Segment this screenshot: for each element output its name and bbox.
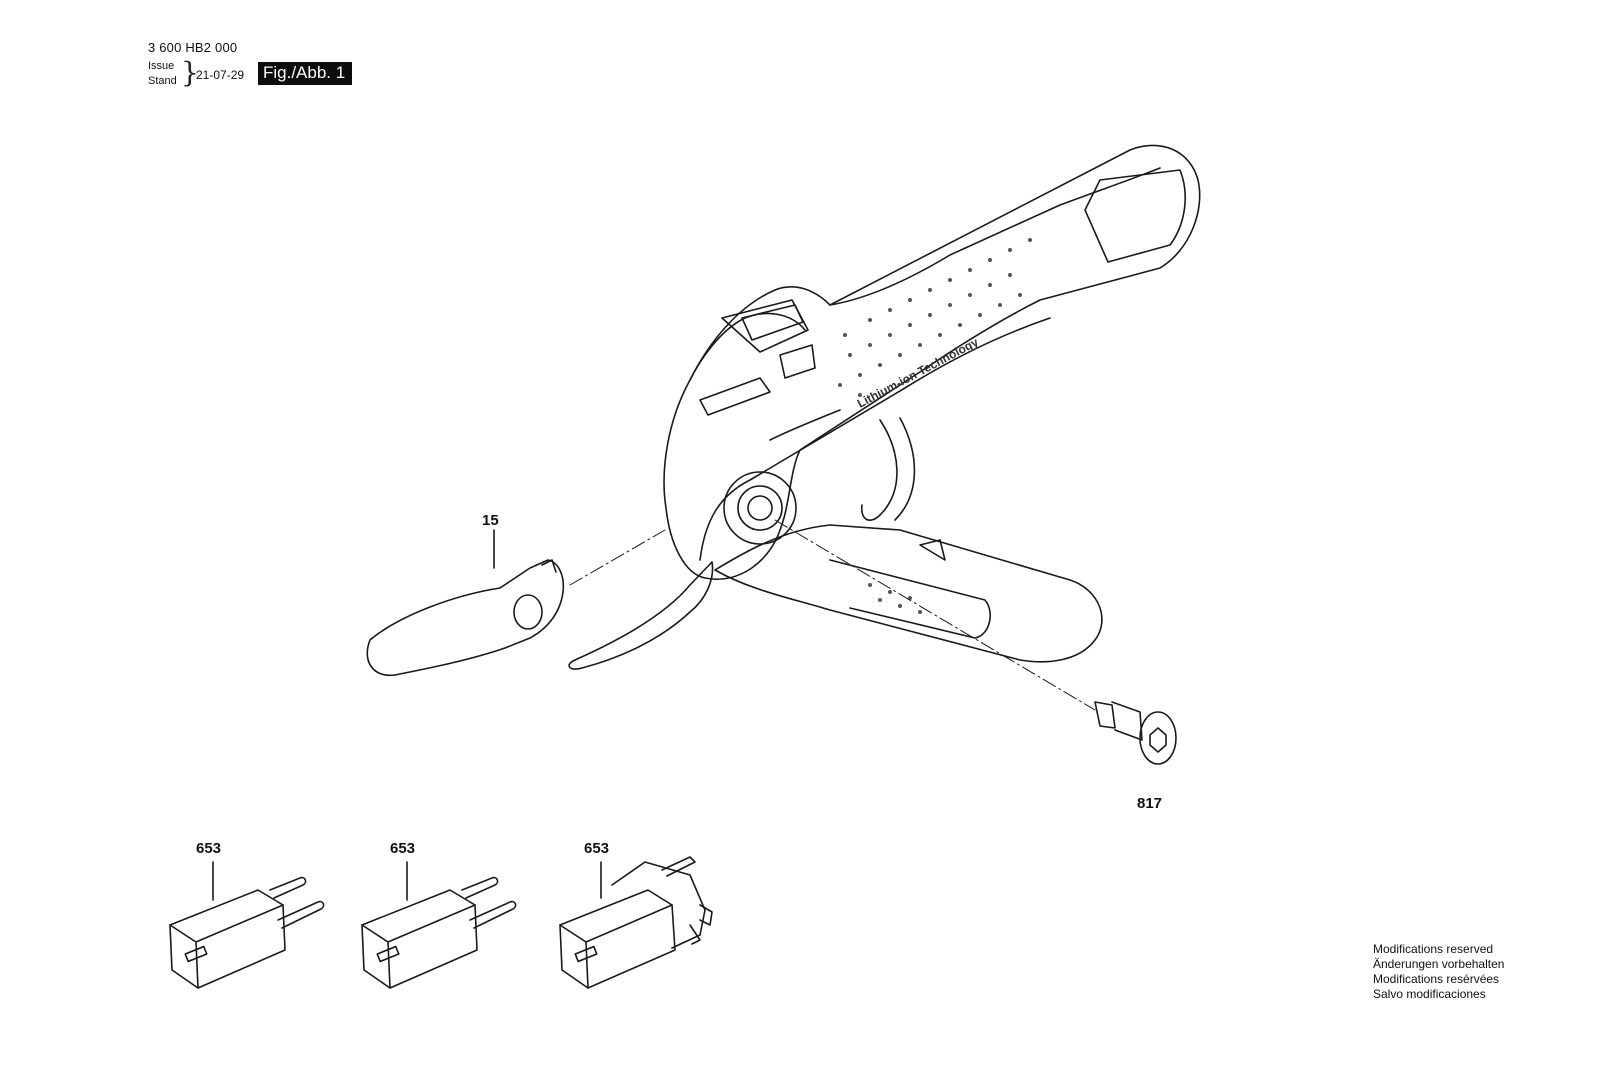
document-number: 3 600 HB2 000 <box>148 40 238 55</box>
blade-part-15 <box>366 559 565 677</box>
charger-eu-2 <box>361 876 517 989</box>
fixed-blade <box>568 561 714 670</box>
callout-653-c: 653 <box>584 840 610 857</box>
handle-print: Lithium-ion Technology <box>855 335 981 411</box>
callout-15: 15 <box>482 512 499 529</box>
lower-handle <box>714 524 1103 663</box>
issue-block: Issue Stand } 21-07-29 Fig./Abb. 1 <box>148 56 388 94</box>
issue-label: Issue <box>148 60 175 72</box>
modification-notes: Modifications reserved Änderungen vorbeh… <box>1373 942 1504 1002</box>
charger-uk <box>559 856 713 989</box>
stand-label: Stand <box>148 75 177 87</box>
note-french: Modifications resérvées <box>1373 972 1500 986</box>
bolt-part-817 <box>1094 701 1177 765</box>
figure-label: Fig./Abb. 1 <box>258 62 353 85</box>
callout-653-a: 653 <box>196 840 222 857</box>
note-german: Änderungen vorbehalten <box>1373 957 1505 971</box>
callout-817: 817 <box>1137 795 1163 812</box>
brace-symbol: } <box>181 56 199 89</box>
assembly-lines <box>569 519 1096 711</box>
callout-653-b: 653 <box>390 840 416 857</box>
charger-eu-1 <box>169 876 325 989</box>
note-english: Modifications reserved <box>1373 942 1494 956</box>
shears-body <box>663 144 1201 580</box>
note-spanish: Salvo modificaciones <box>1373 987 1486 1001</box>
issue-date: 21-07-29 <box>196 68 245 82</box>
